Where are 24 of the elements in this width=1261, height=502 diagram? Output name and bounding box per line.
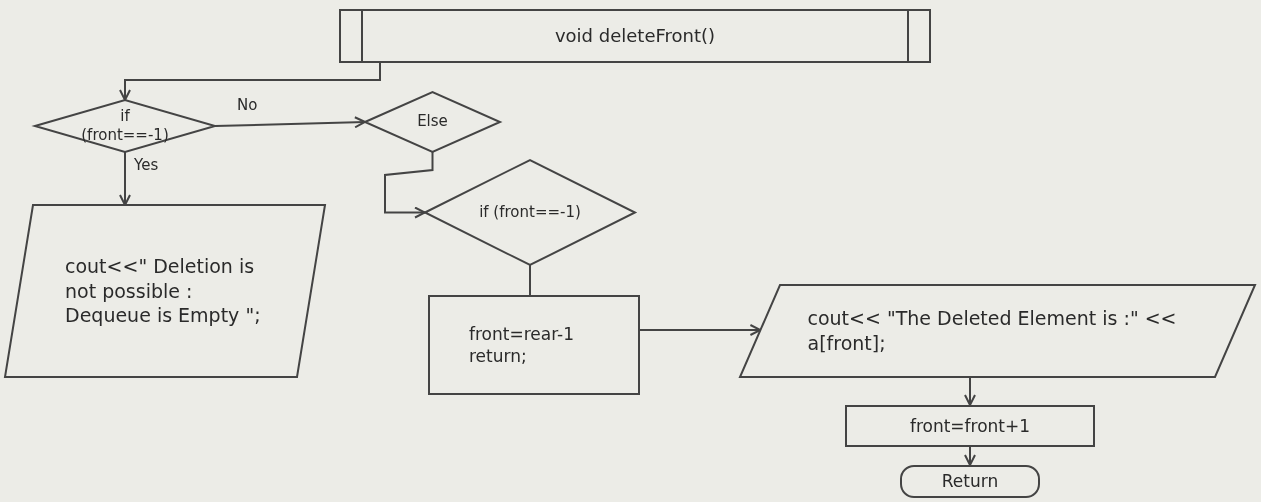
process-box: [845, 405, 1095, 447]
arrow: [384, 151, 434, 219]
node-text: cout<<" Deletion is not possible : Dequeue is Empty ";: [65, 253, 262, 329]
arrow: [214, 116, 366, 129]
node-text: cout<< "The Deleted Element is :" << a[front];: [807, 306, 1178, 356]
decision-diamond: [365, 92, 500, 152]
io-parallelogram: [5, 205, 325, 377]
decision-diamond: [425, 160, 635, 265]
arrow: [119, 61, 381, 101]
io-parallelogram: [740, 285, 1255, 377]
node-text: if (front==-1): [80, 106, 170, 146]
arrow: [639, 324, 762, 336]
node-text: Else: [417, 112, 448, 132]
process-box: [428, 295, 640, 395]
node-text: if (front==-1): [479, 202, 581, 223]
arrow: [119, 151, 131, 206]
arrow: [964, 446, 976, 466]
node-text: front=front+1: [909, 414, 1031, 438]
terminal-box: [900, 465, 1040, 498]
node-text: void deleteFront(): [554, 24, 716, 48]
node-text: Return: [941, 470, 999, 493]
node-text: front=rear-1 return;: [469, 322, 576, 368]
arrow: [964, 376, 976, 406]
predefined-process-box: [340, 10, 930, 62]
